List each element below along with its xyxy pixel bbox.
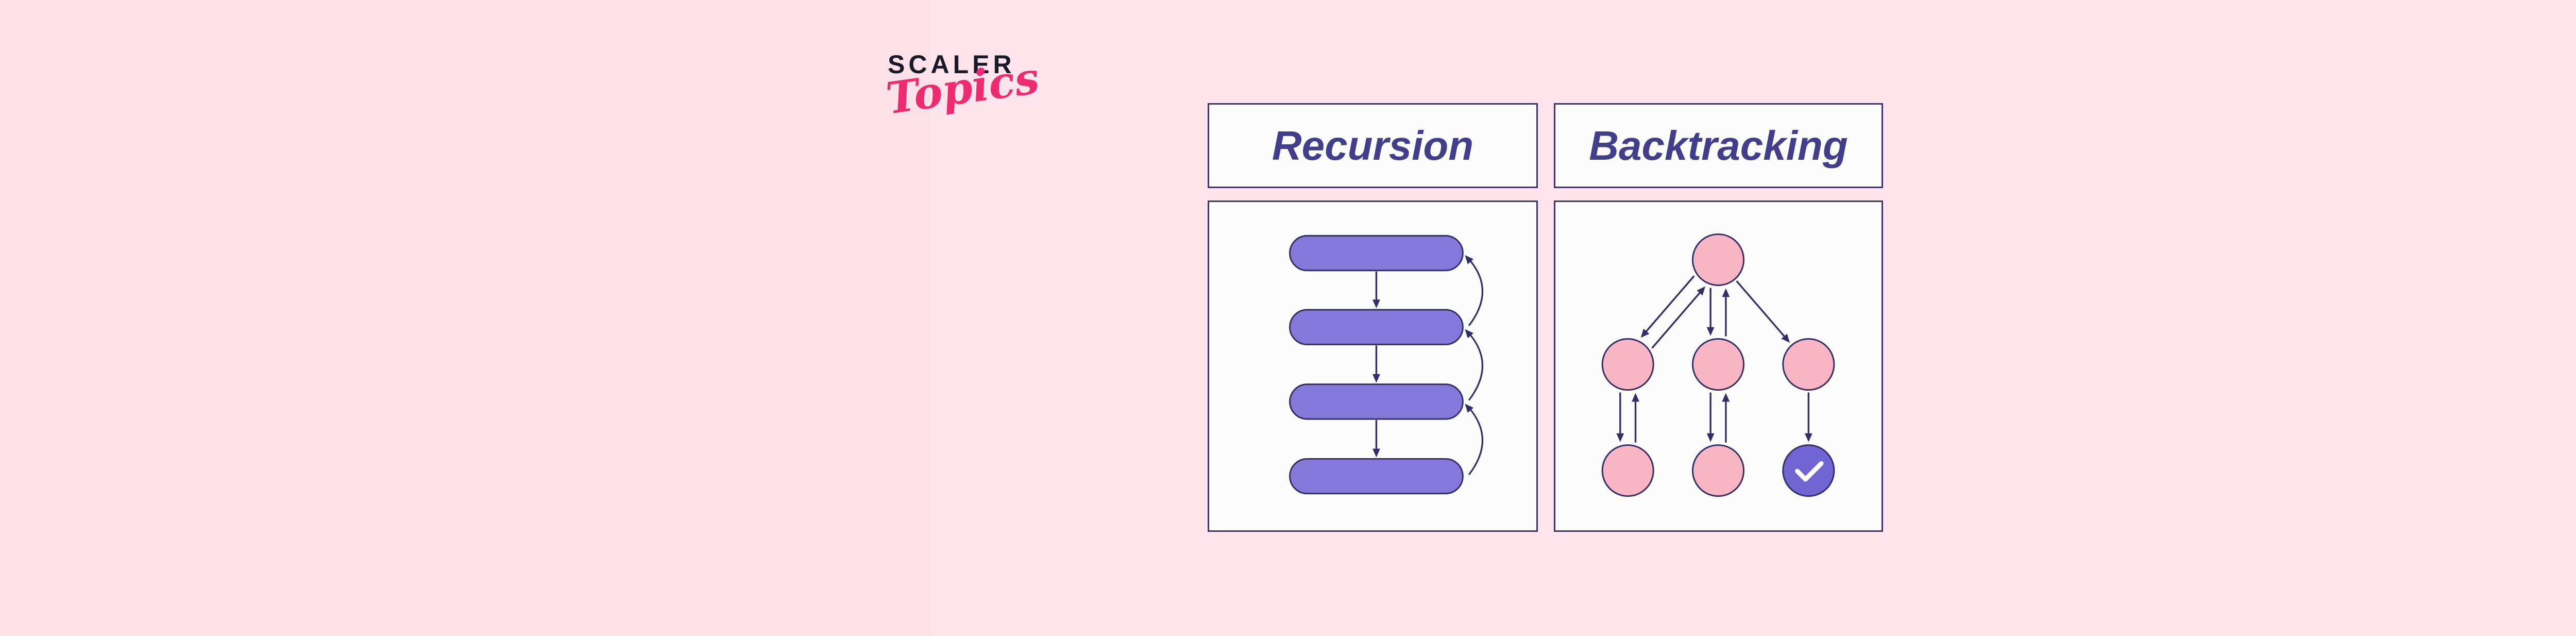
call-arrow-head: [1372, 448, 1380, 458]
tree-edge-down-head: [1616, 433, 1624, 442]
recursion-header-box: Recursion: [1208, 103, 1538, 188]
tree-edge-down-head: [1781, 333, 1790, 343]
tree-node: [1691, 233, 1745, 286]
return-arc: [1468, 258, 1483, 326]
tree-edge-down: [1644, 275, 1695, 333]
tree-edge-backtrack-head: [1697, 286, 1705, 296]
background-left-band: [0, 0, 930, 636]
tree-node: [1601, 338, 1654, 391]
backtracking-diagram-panel: [1554, 200, 1883, 532]
stack-frame-bar: [1289, 458, 1464, 495]
call-arrow-head: [1372, 374, 1380, 383]
recursion-title: Recursion: [1272, 122, 1474, 169]
return-arc: [1468, 407, 1483, 475]
tree-edge-down-head: [1640, 328, 1650, 338]
stack-frame-bar: [1289, 235, 1464, 272]
tree-edge-backtrack-head: [1632, 393, 1639, 402]
scaler-topics-logo: SCALER Topics: [883, 49, 1042, 124]
tree-edge-down-head: [1706, 433, 1715, 442]
recursion-diagram: [1289, 235, 1483, 495]
check-icon: [1795, 461, 1824, 482]
logo-brand-text: SCALER: [888, 50, 1015, 79]
call-arrow-head: [1372, 299, 1380, 309]
tree-node: [1691, 444, 1745, 497]
return-arc-head: [1465, 255, 1474, 264]
tree-edge-down-head: [1804, 433, 1812, 442]
tree-edge-down: [1736, 280, 1786, 339]
tree-node: [1782, 338, 1835, 391]
backtracking-tree-diagram: [1601, 233, 1835, 497]
stack-frame-bar: [1289, 309, 1464, 345]
tree-edge-backtrack-head: [1722, 288, 1730, 297]
return-arc-head: [1465, 404, 1474, 413]
tree-edge-down-head: [1706, 327, 1715, 336]
tree-edge-backtrack: [1651, 291, 1702, 349]
tree-node: [1601, 444, 1654, 497]
solution-node: [1782, 444, 1835, 497]
backtracking-header-box: Backtracking: [1554, 103, 1883, 188]
stack-frame-bar: [1289, 383, 1464, 420]
backtracking-title: Backtracking: [1589, 122, 1848, 169]
tree-node: [1691, 338, 1745, 391]
recursion-diagram-panel: [1208, 200, 1538, 532]
tree-edge-backtrack-head: [1722, 393, 1730, 402]
return-arc: [1468, 332, 1483, 401]
return-arc-head: [1465, 329, 1474, 339]
